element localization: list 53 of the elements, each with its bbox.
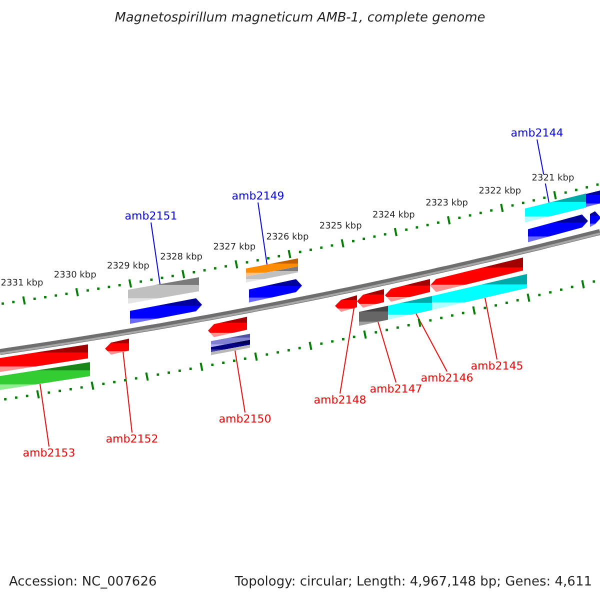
leader-line — [416, 313, 448, 372]
pointed-gene-block — [208, 316, 247, 338]
gene-label: amb2149 — [232, 190, 284, 202]
title: Magnetospirillum magneticum AMB-1, complete genome — [114, 12, 486, 24]
gene-label: amb2148 — [314, 394, 366, 406]
scale-label: 2323 kbp — [424, 200, 469, 209]
gene-block — [432, 274, 527, 310]
scale-label: 2331 kbp — [0, 280, 44, 289]
gene-block — [0, 344, 88, 372]
gene-label: amb2144 — [510, 128, 564, 138]
leader-line — [40, 384, 50, 447]
scale-label: 2321 kbp — [530, 174, 576, 184]
gene-label: amb2151 — [124, 210, 178, 222]
pointed-gene-block — [590, 211, 600, 227]
gene-block — [128, 277, 199, 304]
gene-block — [359, 306, 388, 326]
pointed-gene-block — [528, 214, 588, 242]
scale-label: 2324 kbp — [371, 212, 416, 221]
leader-line — [536, 139, 550, 204]
gene-block — [388, 296, 432, 320]
leader-line — [150, 222, 160, 285]
gene-block — [525, 194, 586, 222]
leader-line — [122, 351, 132, 433]
pointed-gene-block — [130, 298, 202, 324]
leader-line — [378, 321, 396, 383]
gene-label: amb2152 — [106, 434, 158, 444]
genome-info-text: Topology: circular; Length: 4,967,148 bp; Genes: 4,611 — [234, 576, 592, 588]
pointed-gene-block — [357, 289, 384, 308]
gene-label: amb2145 — [470, 360, 524, 372]
scale-label: 2330 kbp — [52, 272, 98, 281]
gene-label: amb2153 — [22, 448, 76, 458]
gene-block — [246, 258, 298, 282]
scale-label: 2325 kbp — [318, 222, 363, 232]
gene-label: amb2146 — [420, 372, 474, 384]
scale-label: 2327 kbp — [212, 244, 257, 253]
accession-text: Accession: NC_007626 — [9, 576, 157, 588]
leader-line — [258, 202, 268, 265]
gene-label: amb2147 — [370, 384, 422, 394]
scale-label: 2322 kbp — [478, 187, 522, 196]
gene-block — [586, 190, 600, 207]
pointed-gene-block — [335, 295, 357, 312]
leader-line — [484, 297, 498, 360]
scale-label: 2329 kbp — [106, 262, 150, 272]
leader-line — [340, 307, 354, 394]
gene-block — [211, 334, 250, 356]
gene-block — [0, 362, 90, 390]
pointed-gene-block — [430, 258, 523, 292]
pointed-gene-block — [249, 279, 302, 302]
pointed-gene-block — [105, 338, 129, 355]
leader-line — [234, 350, 246, 413]
scale-label: 2326 kbp — [265, 234, 310, 243]
scale-label: 2328 kbp — [159, 254, 204, 263]
gene-label: amb2150 — [218, 414, 272, 424]
